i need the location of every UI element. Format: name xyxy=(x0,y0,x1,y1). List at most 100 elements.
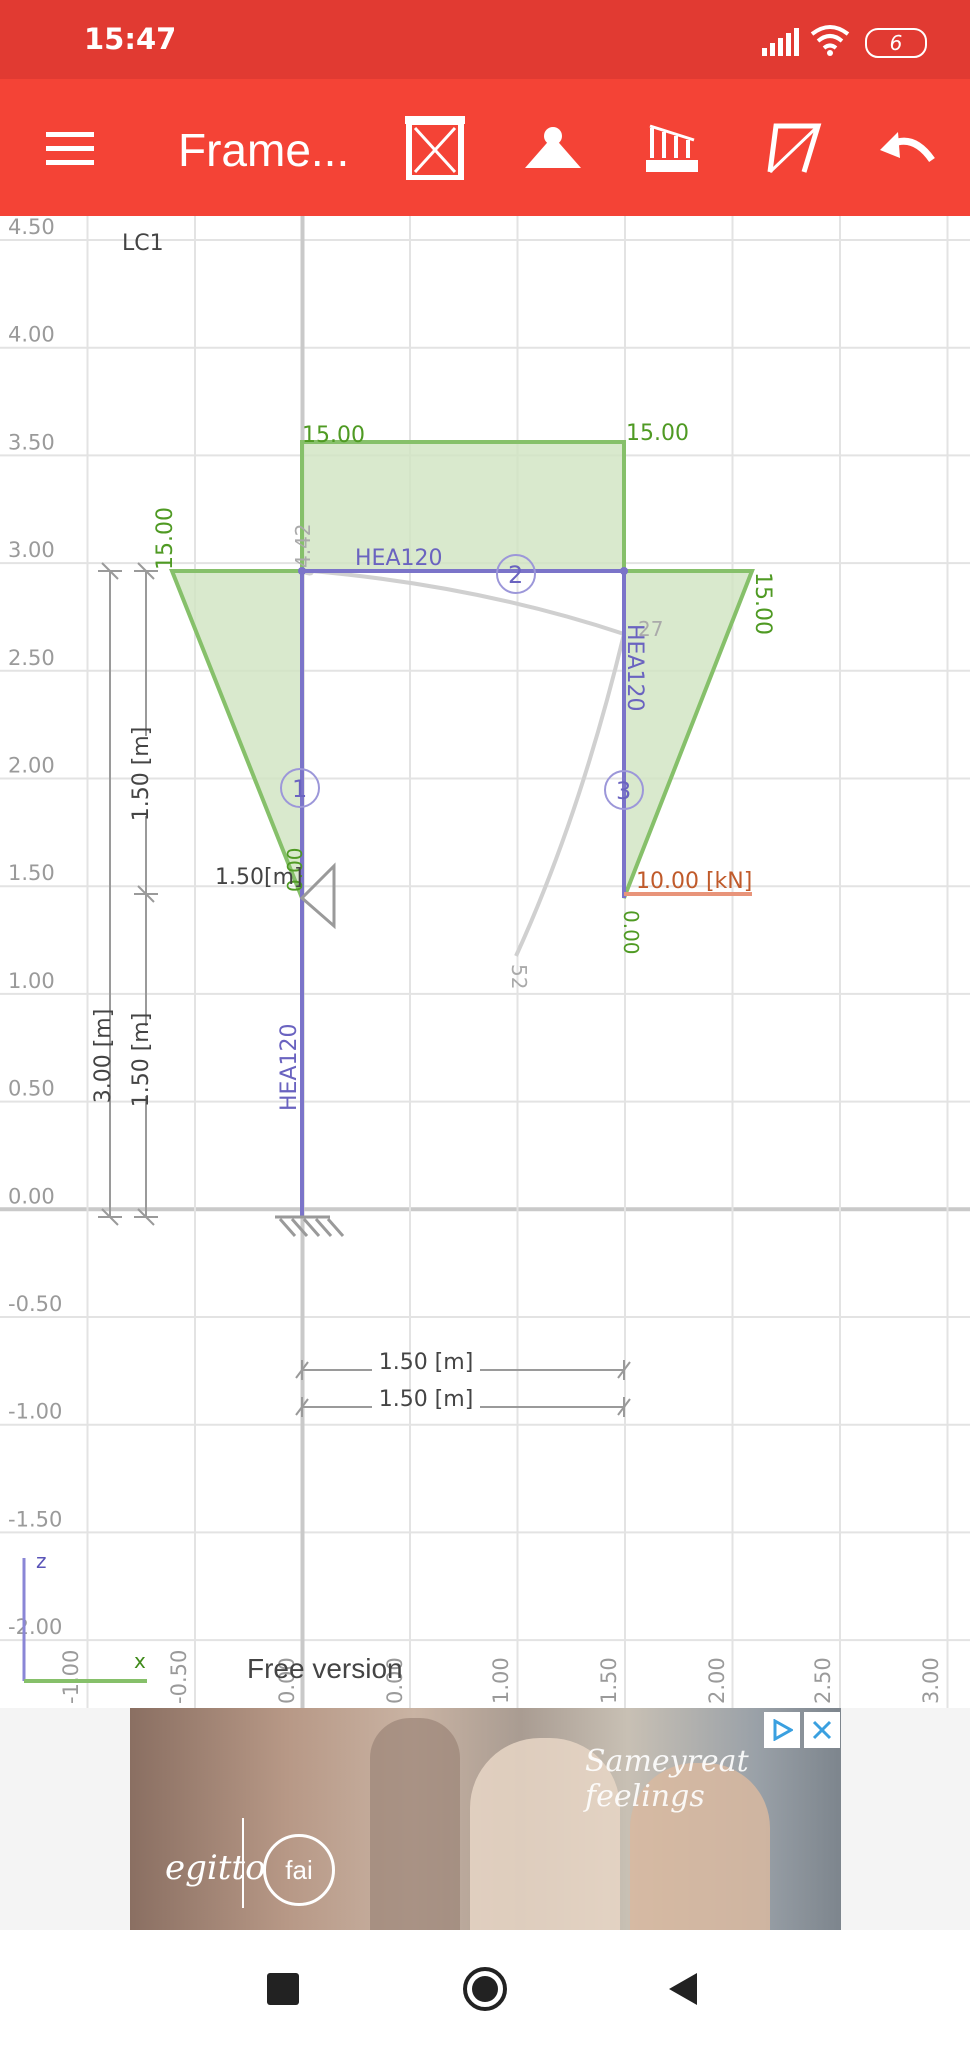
zero-value-left: 0.00 xyxy=(283,847,307,892)
undo-icon xyxy=(880,131,935,162)
fixed-support[interactable] xyxy=(275,1215,345,1237)
ad-person-left xyxy=(470,1738,620,1930)
y-axis-tick-label: -2.00 xyxy=(8,1615,62,1639)
member-1-section: HEA120 xyxy=(277,1024,302,1111)
ad-badge: fai xyxy=(263,1834,335,1906)
recents-button[interactable] xyxy=(248,1954,318,2024)
zero-value-right: 0.00 xyxy=(619,910,643,955)
member-1-marker[interactable] xyxy=(280,768,320,808)
load-case-label: LC1 xyxy=(122,231,164,256)
ad-banner[interactable]: Sameyreat feelings egitto fai xyxy=(0,1708,970,1930)
ad-logo-divider xyxy=(242,1818,244,1908)
member-2-number: 2 xyxy=(508,561,523,589)
circle-icon xyxy=(463,1967,507,2011)
deformed-shape xyxy=(311,569,627,957)
dimension-vertical-lower: 1.50 [m] xyxy=(129,1013,154,1108)
dimension-vertical-upper: 1.50 [m] xyxy=(129,727,154,822)
load-value-right: 15.00 xyxy=(750,572,775,635)
status-bar: 15:47 6 xyxy=(0,0,970,79)
ad-person-right xyxy=(630,1763,770,1930)
dimension-lines xyxy=(98,562,631,1417)
load-button[interactable] xyxy=(637,79,707,216)
home-button[interactable] xyxy=(450,1954,520,2024)
y-axis-tick-label: 4.50 xyxy=(8,216,55,239)
ad-close-button[interactable] xyxy=(804,1712,840,1748)
y-axis-tick-label: 0.00 xyxy=(8,1184,55,1208)
member-3-marker[interactable] xyxy=(604,770,644,810)
y-axis-tick-label: 2.50 xyxy=(8,646,55,670)
load-value-top-right: 15.00 xyxy=(626,421,689,446)
back-triangle-icon xyxy=(669,1973,697,2005)
member-3-number: 3 xyxy=(616,777,631,805)
y-axis-tick-label: -0.50 xyxy=(8,1292,62,1316)
x-axis-tick-label: 3.00 xyxy=(919,1657,943,1704)
support-icon xyxy=(525,126,581,168)
app-title: Frame... xyxy=(178,124,350,176)
wifi-icon xyxy=(810,25,850,56)
top-distributed-load xyxy=(300,440,626,573)
menu-icon xyxy=(46,131,94,165)
navigation-bar xyxy=(0,1930,970,2048)
y-axis-tick-label: 4.00 xyxy=(8,323,55,347)
member-2-marker[interactable] xyxy=(496,554,536,594)
back-button[interactable] xyxy=(648,1954,718,2024)
load-icon xyxy=(646,124,698,172)
x-axis-tick-label: 2.50 xyxy=(811,1657,835,1704)
z-axis-label: z xyxy=(36,1549,47,1573)
y-axis-tick-label: 2.00 xyxy=(8,754,55,778)
signal-icon xyxy=(762,28,799,56)
battery-icon: 6 xyxy=(865,28,927,58)
x-axis-tick-label: 1.00 xyxy=(489,1657,513,1704)
undo-button[interactable] xyxy=(872,79,942,216)
menu-button[interactable] xyxy=(30,79,110,216)
support-position-label: 1.50[m] xyxy=(215,865,303,890)
dimension-horizontal-2: 1.50 [m] xyxy=(379,1387,474,1412)
load-value-top-left: 15.00 xyxy=(302,423,365,448)
point-load-label: 10.00 [kN] xyxy=(636,869,752,894)
y-axis-tick-label: 3.50 xyxy=(8,430,55,454)
dimension-vertical-total: 3.00 [m] xyxy=(91,1009,116,1104)
deformed-shape-icon xyxy=(767,123,822,173)
ad-choices-icon xyxy=(773,1719,793,1741)
x-axis-tick-label: -0.50 xyxy=(167,1650,191,1704)
square-icon xyxy=(267,1973,299,2005)
x-axis-tick-label: 1.50 xyxy=(597,1657,621,1704)
ad-statue xyxy=(370,1718,460,1930)
member-3-section: HEA120 xyxy=(622,624,647,711)
frame-canvas[interactable]: 4.50 4.00 3.50 3.00 2.50 2.00 1.50 1.00 0.50 0.00… xyxy=(0,216,970,1708)
ad-choices-button[interactable] xyxy=(764,1712,800,1748)
y-axis-tick-label: 1.50 xyxy=(8,861,55,885)
deformation-value-3: 52 xyxy=(507,964,531,989)
pinned-support[interactable] xyxy=(299,862,336,930)
y-axis-tick-label: -1.00 xyxy=(8,1400,62,1424)
y-axis-tick-label: 3.00 xyxy=(8,538,55,562)
battery-level: 6 xyxy=(889,31,903,55)
ad-badge-text: fai xyxy=(285,1854,313,1885)
node-top-right[interactable] xyxy=(620,567,628,575)
frame-button[interactable] xyxy=(400,79,470,216)
support-button[interactable] xyxy=(518,79,588,216)
x-axis-tick-label: 0.00 xyxy=(383,1657,407,1704)
y-axis-tick-label: 0.50 xyxy=(8,1077,55,1101)
x-axis-tick-label: 2.00 xyxy=(705,1657,729,1704)
status-time: 15:47 xyxy=(84,22,177,56)
member-1-number: 1 xyxy=(292,775,307,803)
load-value-left: 15.00 xyxy=(153,507,178,570)
x-axis-tick-label: 0.00 xyxy=(275,1657,299,1704)
close-icon xyxy=(812,1720,832,1740)
structure-drawing[interactable]: 4.50 4.00 3.50 3.00 2.50 2.00 1.50 1.00 0.50 0.00… xyxy=(0,216,970,1708)
ad-logo: egitto xyxy=(165,1848,266,1888)
ad-slogan: Sameyreat feelings xyxy=(585,1744,749,1814)
deformation-button[interactable] xyxy=(755,79,825,216)
app-bar: Frame... xyxy=(0,79,970,216)
member-2-section: HEA120 xyxy=(355,546,442,571)
free-version-label: Free version xyxy=(247,1653,403,1684)
grid: 4.50 4.00 3.50 3.00 2.50 2.00 1.50 1.00 0.50 0.00… xyxy=(0,216,970,1708)
y-axis-tick-label: -1.50 xyxy=(8,1507,62,1531)
ad-image[interactable]: Sameyreat feelings egitto fai xyxy=(130,1708,841,1930)
dimension-horizontal-1: 1.50 [m] xyxy=(379,1350,474,1375)
node-top-left[interactable] xyxy=(298,567,306,575)
x-axis-tick-label: -1.00 xyxy=(59,1650,83,1704)
deformation-value-2: 27 xyxy=(638,617,663,641)
y-axis-tick-label: 1.00 xyxy=(8,969,55,993)
